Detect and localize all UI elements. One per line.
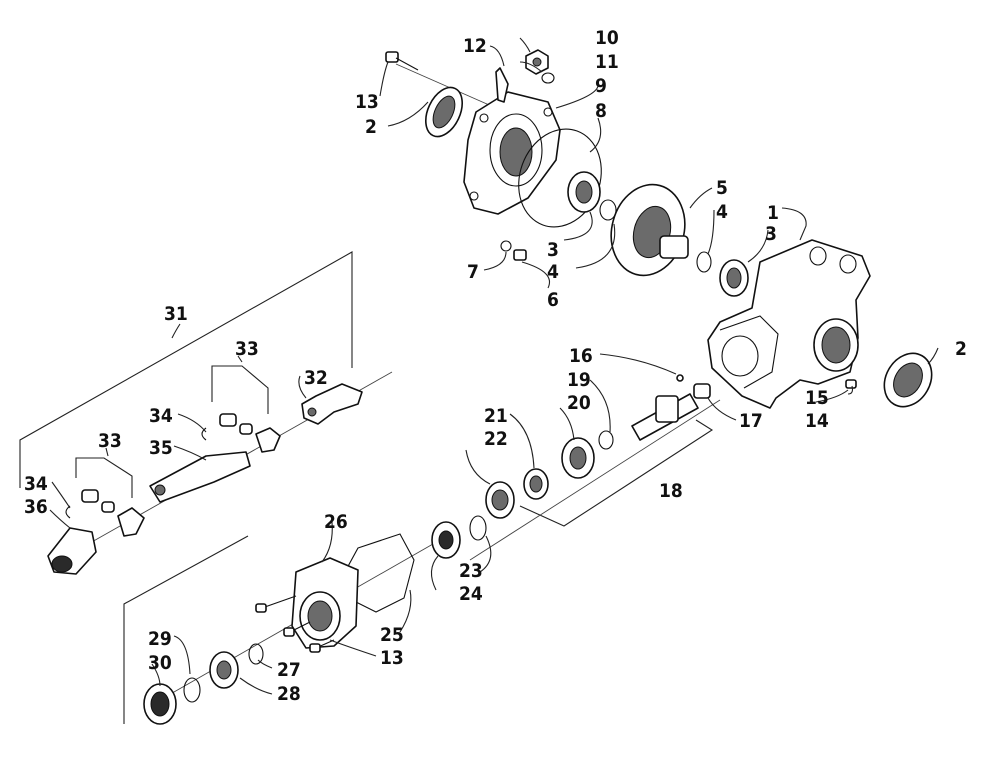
ring-gear bbox=[610, 183, 689, 277]
pinion-bearing bbox=[693, 383, 711, 399]
callout-labels: 1 2 2 3 3 4 4 5 6 7 8 9 10 11 12 13 13 1… bbox=[24, 27, 967, 705]
gear-case-housing bbox=[707, 239, 871, 409]
bracket-18 bbox=[519, 419, 714, 527]
label-26: 26 bbox=[324, 511, 348, 533]
label-17: 17 bbox=[739, 410, 763, 432]
label-2: 2 bbox=[955, 338, 967, 360]
nut bbox=[525, 49, 549, 75]
label-4: 4 bbox=[547, 261, 559, 283]
pin bbox=[676, 374, 684, 382]
bolts-lower bbox=[255, 595, 335, 653]
drive-shaft bbox=[149, 451, 251, 503]
label-13: 13 bbox=[380, 647, 404, 669]
bearing-20 bbox=[561, 437, 595, 479]
label-1: 1 bbox=[767, 202, 779, 224]
cover-plate bbox=[463, 91, 561, 215]
label-25: 25 bbox=[380, 624, 404, 646]
parts bbox=[47, 49, 933, 725]
label-31: 31 bbox=[164, 303, 188, 325]
seal-lower bbox=[143, 683, 177, 725]
label-12: 12 bbox=[463, 35, 487, 57]
cross-kit-lower bbox=[81, 489, 145, 537]
label-21: 21 bbox=[484, 405, 508, 427]
label-5: 5 bbox=[716, 177, 728, 199]
bolt-upper bbox=[385, 51, 419, 71]
label-33: 33 bbox=[235, 338, 259, 360]
drain-washer bbox=[500, 240, 512, 252]
lower-housing bbox=[291, 557, 359, 649]
bearing-upper bbox=[567, 171, 601, 213]
label-32: 32 bbox=[304, 367, 328, 389]
shim-upper bbox=[599, 199, 617, 221]
label-6: 6 bbox=[547, 289, 559, 311]
label-18: 18 bbox=[659, 480, 683, 502]
label-29: 29 bbox=[148, 628, 172, 650]
label-36: 36 bbox=[24, 496, 48, 518]
label-11: 11 bbox=[595, 51, 619, 73]
label-28: 28 bbox=[277, 683, 301, 705]
label-15: 15 bbox=[805, 387, 829, 409]
snap-ring-27 bbox=[248, 643, 264, 665]
label-14: 14 bbox=[805, 410, 829, 432]
label-22: 22 bbox=[484, 428, 508, 450]
label-35: 35 bbox=[149, 437, 173, 459]
shim-lower bbox=[696, 251, 712, 273]
label-16: 16 bbox=[569, 345, 593, 367]
bracket-lower bbox=[123, 535, 249, 724]
label-20: 20 bbox=[567, 392, 591, 414]
leader-lines bbox=[49, 37, 939, 695]
yoke-shaft bbox=[301, 383, 363, 425]
bracket-33-upper bbox=[211, 365, 269, 414]
label-27: 27 bbox=[277, 659, 301, 681]
label-23: 23 bbox=[459, 560, 483, 582]
pinion-shaft bbox=[631, 393, 699, 441]
cross-kit-upper bbox=[219, 413, 281, 453]
bearing-24 bbox=[431, 521, 461, 559]
label-7: 7 bbox=[467, 261, 479, 283]
label-4: 4 bbox=[716, 201, 728, 223]
washer-top bbox=[541, 72, 555, 84]
label-2: 2 bbox=[365, 116, 377, 138]
label-10: 10 bbox=[595, 27, 619, 49]
label-30: 30 bbox=[148, 652, 172, 674]
label-33: 33 bbox=[98, 430, 122, 452]
label-13: 13 bbox=[355, 91, 379, 113]
snap-ring-23 bbox=[469, 515, 487, 541]
assembly-brackets bbox=[19, 251, 714, 724]
bearing-lower bbox=[719, 259, 749, 297]
bracket-31 bbox=[19, 251, 353, 488]
label-3: 3 bbox=[765, 223, 777, 245]
snap-ring-29 bbox=[183, 677, 201, 703]
drain-plug bbox=[513, 249, 527, 261]
seal-right bbox=[883, 352, 933, 408]
end-yoke bbox=[47, 527, 97, 575]
label-34: 34 bbox=[24, 473, 48, 495]
check-screw bbox=[845, 379, 857, 389]
snap-ring-19 bbox=[598, 430, 614, 450]
label-3: 3 bbox=[547, 239, 559, 261]
seal-upper bbox=[425, 86, 463, 138]
label-9: 9 bbox=[595, 75, 607, 97]
label-24: 24 bbox=[459, 583, 483, 605]
bearing-28 bbox=[209, 651, 239, 689]
label-34: 34 bbox=[149, 405, 173, 427]
label-19: 19 bbox=[567, 369, 591, 391]
clip-upper bbox=[201, 427, 207, 441]
bracket-33-lower bbox=[75, 457, 133, 498]
coupler-22 bbox=[485, 481, 515, 519]
label-8: 8 bbox=[595, 100, 607, 122]
collar-21 bbox=[523, 468, 549, 500]
vent-fitting bbox=[495, 67, 509, 103]
